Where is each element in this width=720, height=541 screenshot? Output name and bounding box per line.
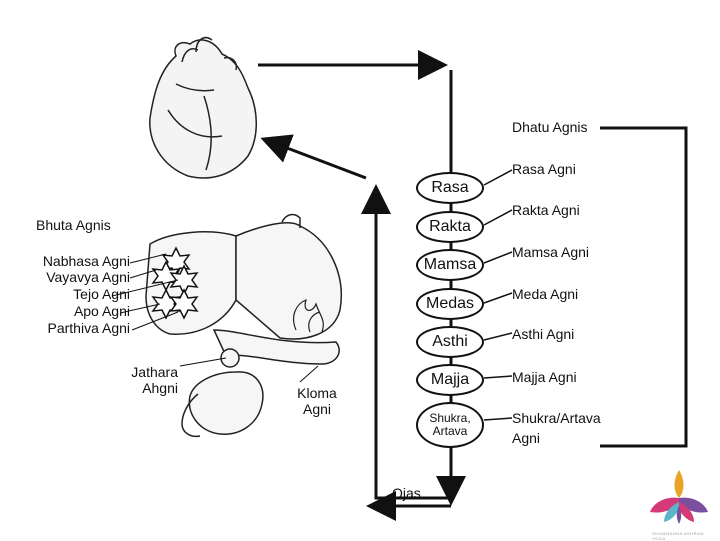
dhatu-medas: Medas: [416, 288, 484, 320]
bhuta-agni-label: Parthiva Agni: [47, 320, 131, 336]
dhatu-agni-label: Asthi Agni: [512, 326, 575, 342]
dhatu-agnis-heading: Dhatu Agnis: [512, 119, 588, 135]
bhuta-agni-label: Vayavya Agni: [46, 269, 130, 285]
kloma-connector: [299, 365, 319, 383]
dhatu-agni-label: Majja Agni: [512, 369, 577, 385]
jathara-label-2: Ahgni: [142, 380, 178, 396]
flame-illustration: [293, 298, 324, 333]
bhuta-agnis-heading: Bhuta Agnis: [36, 217, 111, 233]
dhatu-asthi: Asthi: [416, 326, 484, 358]
heart-illustration: [149, 36, 257, 179]
dhatu-agni-label-shukra-2: Agni: [512, 430, 541, 446]
dhatu-rasa: Rasa: [416, 172, 484, 204]
bhuta-agni-stars: [151, 246, 199, 320]
heart-in-arrow: [260, 134, 367, 180]
bhuta-agni-label: Nabhasa Agni: [42, 253, 130, 269]
bhuta-agni-connectors: [111, 253, 179, 331]
kloma-label-1: Kloma: [297, 385, 337, 401]
dhatu-shukra-line1: Shukra,: [429, 411, 471, 425]
dhatu-agni-label: Meda Agni: [512, 286, 579, 302]
bhuta-agni-label: Tejo Agni: [73, 286, 130, 302]
dhatu-shukra-line2: Artava: [432, 424, 468, 438]
dhatu-agni-label-shukra-1: Shukra/Artava: [512, 410, 601, 426]
ojas-label: Ojas: [392, 485, 421, 501]
dhatu-shukra-artava: Shukra, Artava: [416, 402, 484, 448]
dhatu-agni-label: Mamsa Agni: [512, 244, 590, 260]
jathara-label-1: Jathara: [131, 364, 178, 380]
dhatu-agni-label: Rasa Agni: [512, 161, 576, 177]
bhuta-agni-label: Apo Agni: [73, 303, 130, 319]
dhatu-majja: Majja: [416, 364, 484, 396]
logo-text: SHIVANANDA ASHRAM · YOGA: [652, 531, 708, 541]
dhatu-agni-bracket: [600, 126, 688, 448]
jathara-connector: [179, 357, 227, 367]
dhatu-agni-connectors: [483, 169, 513, 421]
dhatu-mamsa: Mamsa: [416, 249, 484, 281]
kloma-label-2: Agni: [302, 401, 332, 417]
dhatu-agni-label: Rakta Agni: [512, 202, 580, 218]
lotus-logo: [650, 470, 708, 524]
dhatu-rakta: Rakta: [416, 211, 484, 243]
